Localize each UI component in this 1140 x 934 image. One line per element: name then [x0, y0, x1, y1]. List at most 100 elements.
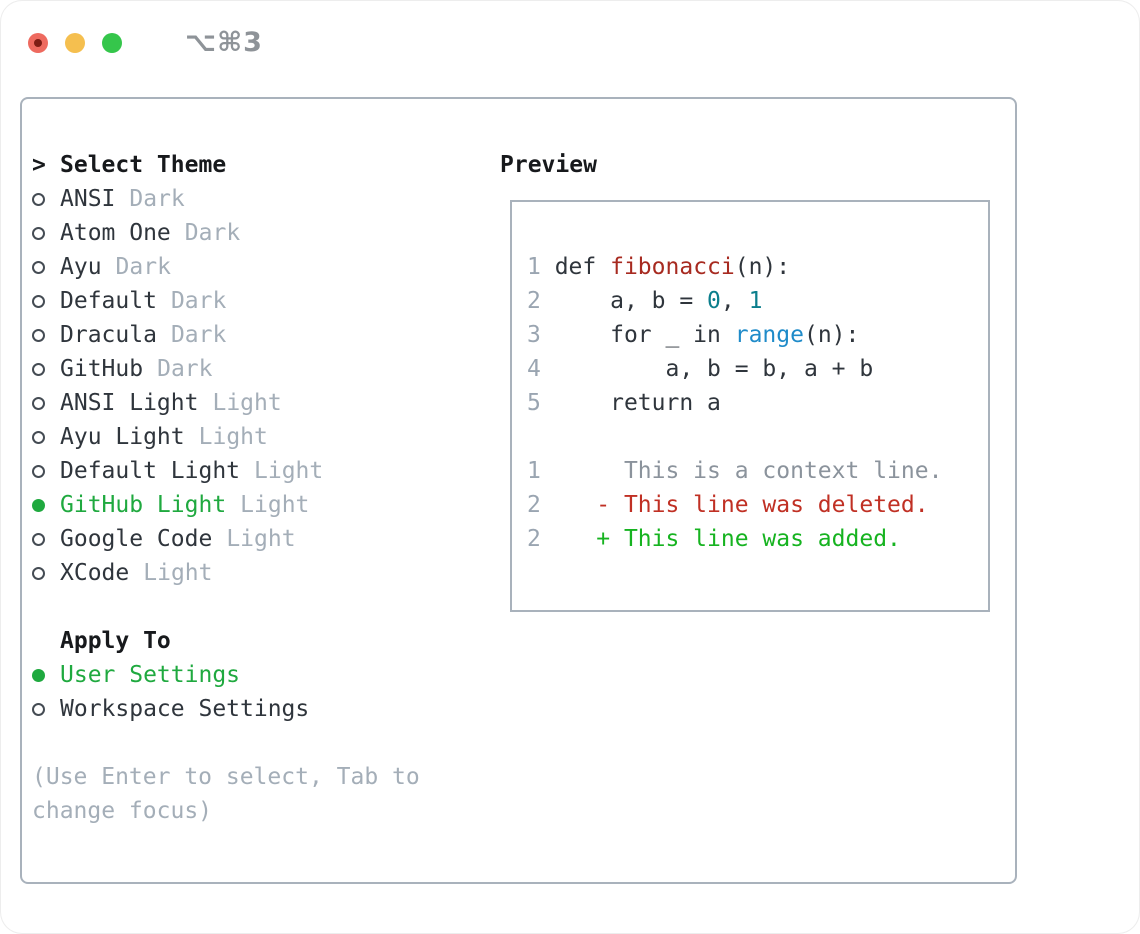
zoom-button[interactable]: [102, 32, 122, 53]
option-label: Ayu: [60, 254, 102, 280]
option-label: Dracula: [60, 322, 157, 348]
theme-option-atom-one[interactable]: Atom One Dark: [32, 216, 420, 250]
apply-option-workspace-settings[interactable]: Workspace Settings: [32, 692, 420, 726]
variant-tag: Dark: [184, 220, 241, 246]
code-line: 1 def fibonacci(n):: [527, 250, 942, 284]
option-label: Default: [60, 288, 157, 314]
radio-icon: [32, 464, 60, 478]
token-lineno: 1: [527, 254, 541, 280]
code-line: 1 This is a context line.: [527, 454, 942, 488]
radio-icon: [32, 532, 60, 546]
token-func: fibonacci: [610, 254, 735, 280]
option-label: Google Code: [60, 526, 213, 552]
token-code: (n):: [803, 322, 860, 348]
option-label: Ayu Light: [60, 424, 185, 450]
radio-circle: [32, 362, 45, 376]
radio-icon: [32, 362, 60, 376]
token-lineno: 1: [527, 458, 541, 484]
radio-circle: [32, 498, 45, 512]
option-label: ANSI: [60, 186, 116, 212]
radio-icon: [32, 396, 60, 410]
option-label: XCode: [60, 560, 130, 586]
token-lineno: 3: [527, 322, 541, 348]
radio-icon: [32, 430, 60, 444]
option-label: ANSI Light: [60, 390, 199, 416]
token-code: a, b =: [540, 288, 708, 314]
theme-option-ayu-light[interactable]: Ayu Light Light: [32, 420, 420, 454]
hint-line-2: change focus): [32, 798, 213, 824]
variant-tag: Light: [226, 526, 296, 552]
token-code: (n):: [734, 254, 791, 280]
code-line: 2 a, b = 0, 1: [527, 284, 942, 318]
variant-tag: Light: [254, 458, 324, 484]
radio-circle: [32, 532, 45, 546]
theme-option-default-light[interactable]: Default Light Light: [32, 454, 420, 488]
variant-tag: Dark: [129, 186, 185, 212]
radio-circle: [32, 192, 45, 206]
token-num: 1: [748, 288, 763, 314]
token-lineno: 5: [527, 390, 541, 416]
variant-tag: Dark: [157, 356, 213, 382]
apply-to-header: Apply To: [32, 624, 420, 658]
token-code: return a: [540, 390, 721, 416]
apply-to-title: Apply To: [60, 628, 171, 654]
radio-selected-icon: [32, 668, 60, 682]
code-line: 2 - This line was deleted.: [527, 488, 942, 522]
theme-option-dracula[interactable]: Dracula Dark: [32, 318, 420, 352]
token-code: a, b = b, a + b: [540, 356, 874, 382]
minimize-button[interactable]: [65, 32, 85, 53]
token-code: for _ in: [540, 322, 735, 348]
option-label: Default Light: [60, 458, 241, 484]
variant-tag: Light: [240, 492, 310, 518]
token-added: + This line was added.: [540, 526, 901, 552]
option-label: GitHub: [60, 356, 144, 382]
code-line: 4 a, b = b, a + b: [527, 352, 942, 386]
radio-circle: [32, 328, 45, 342]
token-builtin: range: [734, 322, 804, 348]
radio-selected-icon: [32, 498, 60, 512]
theme-option-ansi[interactable]: ANSI Dark: [32, 182, 420, 216]
spacer: [32, 726, 420, 760]
traffic-lights: [28, 32, 139, 53]
radio-icon: [32, 702, 60, 716]
code-line: 5 return a: [527, 386, 942, 420]
radio-icon: [32, 294, 60, 308]
apply-option-user-settings[interactable]: User Settings: [32, 658, 420, 692]
token-lineno: 2: [527, 288, 541, 314]
token-code: ,: [720, 288, 749, 314]
close-button[interactable]: [28, 32, 48, 53]
option-label: Workspace Settings: [60, 696, 310, 722]
variant-tag: Dark: [170, 288, 227, 314]
code-line: 3 for _ in range(n):: [527, 318, 942, 352]
token-lineno: 2: [527, 526, 541, 552]
radio-circle: [32, 226, 45, 240]
token-code: def: [540, 254, 611, 280]
variant-tag: Dark: [170, 322, 227, 348]
radio-icon: [32, 328, 60, 342]
option-label: Atom One: [60, 220, 171, 246]
token-context: This is a context line.: [540, 458, 943, 484]
titlebar: ⌥⌘3: [28, 27, 263, 58]
radio-circle: [32, 702, 45, 716]
radio-circle: [32, 430, 45, 444]
radio-circle: [32, 260, 45, 274]
theme-option-ansi-light[interactable]: ANSI Light Light: [32, 386, 420, 420]
radio-circle: [32, 294, 45, 308]
token-lineno: 4: [527, 356, 541, 382]
theme-option-github[interactable]: GitHub Dark: [32, 352, 420, 386]
variant-tag: Light: [212, 390, 282, 416]
theme-option-google-code[interactable]: Google Code Light: [32, 522, 420, 556]
theme-option-default[interactable]: Default Dark: [32, 284, 420, 318]
token-lineno: 2: [527, 492, 541, 518]
caret-icon: >: [32, 152, 46, 178]
variant-tag: Light: [198, 424, 268, 450]
